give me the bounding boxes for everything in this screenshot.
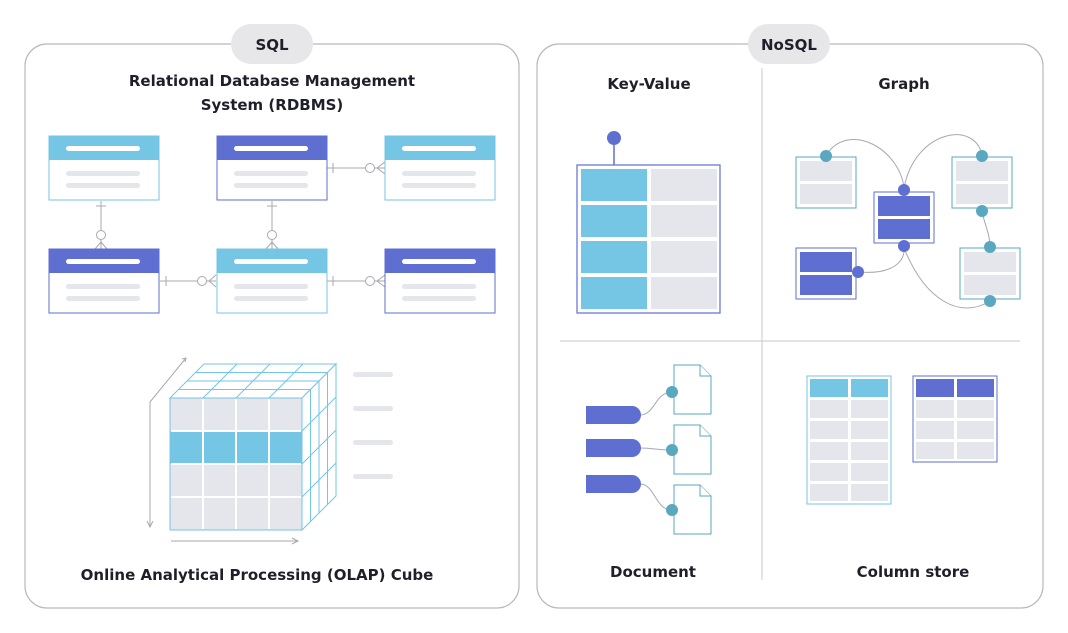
sql-label: SQL: [255, 36, 289, 54]
rdbms-table: [48, 135, 160, 201]
rdbms-table: [216, 248, 328, 314]
nosql-panel: [536, 43, 1044, 609]
nosql-label: NoSQL: [761, 36, 817, 54]
document-store: [586, 364, 712, 535]
rdbms-table: [216, 135, 328, 201]
olap-cube: [146, 357, 393, 545]
rdbms-table: [48, 248, 160, 314]
key-value-title: Key-Value: [607, 75, 690, 93]
graph-title: Graph: [878, 75, 929, 93]
sql-pill: [231, 24, 313, 64]
graph-store: [795, 134, 1021, 309]
rdbms-title-line1: Relational Database Management: [129, 72, 415, 90]
rdbms-relations: [94, 161, 386, 288]
document-title: Document: [610, 563, 696, 581]
key-value-store: [576, 131, 721, 314]
column-store-title: Column store: [857, 563, 970, 581]
olap-title: Online Analytical Processing (OLAP) Cube: [81, 566, 434, 584]
nosql-pill: [748, 24, 830, 64]
column-store: [806, 375, 998, 505]
rdbms-table: [384, 248, 496, 314]
rdbms-table: [384, 135, 496, 201]
rdbms-title-line2: System (RDBMS): [201, 96, 344, 114]
